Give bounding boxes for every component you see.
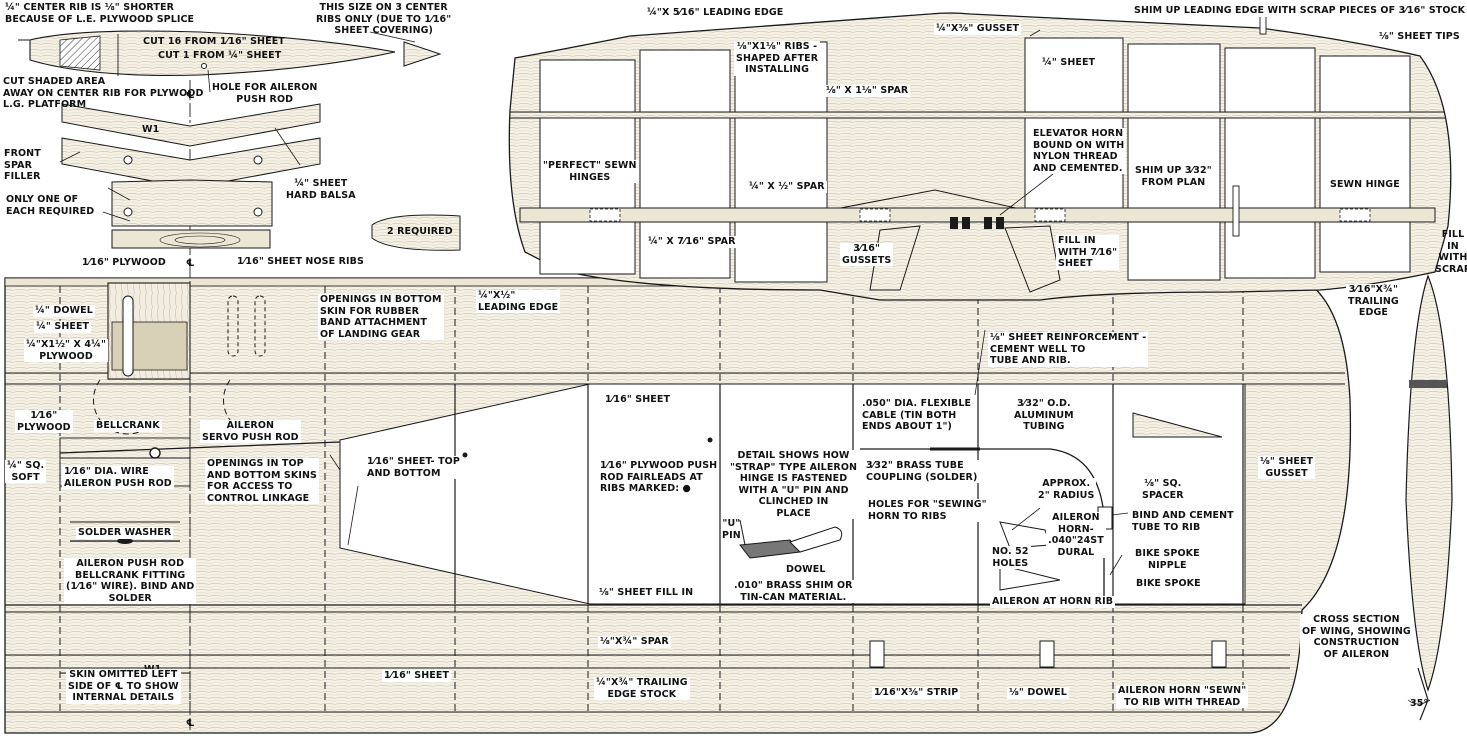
label-w1-top: W1 (142, 124, 160, 135)
label-hole-aileron: HOLE FOR AILERON PUSH ROD (212, 82, 318, 105)
label-spar-half: ¼" X ½" SPAR (747, 181, 827, 193)
label-centerline-mid: ℄ (186, 718, 195, 729)
label-dowel: ¼" DOWEL (33, 305, 95, 317)
stabilizer-elevator (508, 12, 1452, 301)
label-spar-tail-top: ⅛" X 1⅛" SPAR (824, 85, 911, 97)
label-cut16: CUT 16 FROM 1⁄16" SHEET (143, 36, 285, 47)
label-size-note: THIS SIZE ON 3 CENTER RIBS ONLY (DUE TO … (316, 2, 452, 36)
label-solder-washer: SOLDER WASHER (76, 527, 174, 539)
label-sheet-gusset-right: ⅛" SHEET GUSSET (1258, 456, 1316, 479)
label-shim-plan: SHIM UP 3⁄32" FROM PLAN (1133, 165, 1214, 188)
label-strip: 1⁄16"X⅜" STRIP (872, 687, 961, 699)
label-alum-tube: 3⁄32" O.D. ALUMINUM TUBING (1012, 398, 1076, 433)
label-sheet-bottom: 1⁄16" SHEET (382, 670, 452, 682)
label-no52: NO. 52 HOLES (990, 546, 1031, 569)
label-openings-top: OPENINGS IN TOP AND BOTTOM SKINS FOR ACC… (205, 458, 319, 504)
label-sq-spacer: ⅛" SQ. SPACER (1140, 478, 1186, 501)
label-plywood-116: 1⁄16" PLYWOOD (82, 257, 166, 268)
label-elevator-horn: ELEVATOR HORN BOUND ON WITH NYLON THREAD… (1031, 128, 1127, 174)
rib-templates (18, 30, 461, 251)
label-centerline-top: ℄ (186, 258, 195, 269)
label-wire-rod: 1⁄16" DIA. WIRE AILERON PUSH ROD (62, 466, 174, 489)
label-dowel-bottom: ⅛" DOWEL (1007, 687, 1069, 699)
label-spoke-nipple: BIKE SPOKE NIPPLE (1133, 548, 1202, 571)
label-reinforcement: ⅛" SHEET REINFORCEMENT - CEMENT WELL TO … (988, 332, 1149, 367)
wing-cross-section (1405, 274, 1453, 721)
label-fill-716: FILL IN WITH 7⁄16" SHEET (1056, 235, 1120, 270)
label-only-one: ONLY ONE OF EACH REQUIRED (6, 194, 95, 217)
label-gusset-top: ¼"X⅜" GUSSET (934, 23, 1022, 35)
label-sheet-top-bottom: 1⁄16" SHEET- TOP AND BOTTOM (365, 456, 462, 479)
label-holes-sewing: HOLES FOR "SEWING" HORN TO RIBS (866, 499, 989, 522)
label-cross-section: CROSS SECTION OF WING, SHOWING CONSTRUCT… (1300, 614, 1413, 660)
label-tail-le: ¼"X 5⁄16" LEADING EDGE (645, 7, 786, 19)
label-bike-spoke: BIKE SPOKE (1134, 578, 1203, 590)
label-hard-balsa: ¼" SHEET HARD BALSA (286, 178, 356, 201)
label-skin-omitted: SKIN OMITTED LEFT SIDE OF ℄ TO SHOW INTE… (66, 669, 181, 704)
label-gussets: 3⁄16" GUSSETS (840, 243, 894, 266)
label-brass-shim: .010" BRASS SHIM OR TIN-CAN MATERIAL. (732, 580, 855, 603)
label-plywood-push: 1⁄16" PLYWOOD PUSH ROD FAIRLEADS AT RIBS… (598, 460, 720, 495)
label-two-required: 2 REQUIRED (387, 226, 453, 237)
label-front-spar: FRONT SPAR FILLER (4, 148, 41, 182)
label-te-tail: 3⁄16"X¾" TRAILING EDGE (1346, 284, 1401, 319)
label-ribs-shaped: ⅛"X1⅛" RIBS - SHAPED AFTER INSTALLING (734, 41, 821, 76)
label-dowel-small: DOWEL (786, 564, 826, 575)
label-sq-soft: ¼" SQ. SOFT (5, 460, 47, 483)
label-cut1: CUT 1 FROM ¼" SHEET (158, 50, 282, 61)
label-center-rib: ¼" CENTER RIB IS ⅛" SHORTER BECAUSE OF L… (5, 2, 195, 25)
label-sheet-mid: 1⁄16" SHEET (603, 394, 673, 406)
label-sewn-hinge: SEWN HINGE (1328, 179, 1402, 191)
label-perfect-hinges: "PERFECT" SEWN HINGES (541, 160, 639, 183)
label-aileron-horn: AILERON HORN- .040"24ST DURAL (1046, 512, 1106, 558)
label-aileron-sewn: AILERON HORN "SEWN" TO RIB WITH THREAD (1116, 685, 1249, 708)
label-u-pin: "U" PIN (722, 518, 741, 541)
label-detail-strap: DETAIL SHOWS HOW "STRAP" TYPE AILERON HI… (728, 450, 860, 519)
label-sheet-tips: ⅛" SHEET TIPS (1377, 31, 1462, 43)
label-sheet-fill-in: ⅛" SHEET FILL IN (597, 587, 696, 599)
label-centerline-rib: ℄ (186, 90, 195, 101)
label-plywood-left: 1⁄16" PLYWOOD (15, 410, 73, 433)
label-spar-716: ¼" X 7⁄16" SPAR (646, 236, 738, 248)
label-flex-cable: .050" DIA. FLEXIBLE CABLE (TIN BOTH ENDS… (860, 398, 974, 433)
label-openings-bottom: OPENINGS IN BOTTOM SKIN FOR RUBBER BAND … (318, 294, 444, 340)
label-bind-cement: BIND AND CEMENT TUBE TO RIB (1130, 510, 1236, 533)
label-plywood-spec: ¼"X1½" X 4¼" PLYWOOD (24, 339, 109, 362)
label-angle: 35° (1410, 698, 1429, 709)
label-cut-shaded: CUT SHADED AREA AWAY ON CENTER RIB FOR P… (3, 76, 204, 110)
label-te-stock: ¼"X¾" TRAILING EDGE STOCK (594, 677, 690, 700)
label-radius: APPROX. 2" RADIUS (1036, 478, 1097, 501)
label-aileron-servo: AILERON SERVO PUSH ROD (200, 420, 301, 443)
label-fill-scrap: FILL IN WITH SCRAP (1435, 229, 1467, 275)
label-bellcrank: BELLCRANK (94, 420, 162, 432)
label-shim-le: SHIM UP LEADING EDGE WITH SCRAP PIECES O… (1132, 5, 1467, 17)
label-brass-tube: 3⁄32" BRASS TUBE COUPLING (SOLDER) (864, 460, 980, 483)
label-nose-ribs: 1⁄16" SHEET NOSE RIBS (235, 256, 366, 268)
label-sheet-tail: ¼" SHEET (1040, 57, 1098, 69)
label-sheet-quarter: ¼" SHEET (34, 321, 92, 333)
label-aileron-horn-rib: AILERON AT HORN RIB (990, 596, 1116, 608)
label-le-wing: ¼"X½" LEADING EDGE (476, 290, 561, 313)
label-spar-lower: ⅛"X¾" SPAR (598, 636, 671, 648)
label-bellcrank-fitting: AILERON PUSH ROD BELLCRANK FITTING (1⁄16… (64, 558, 197, 604)
